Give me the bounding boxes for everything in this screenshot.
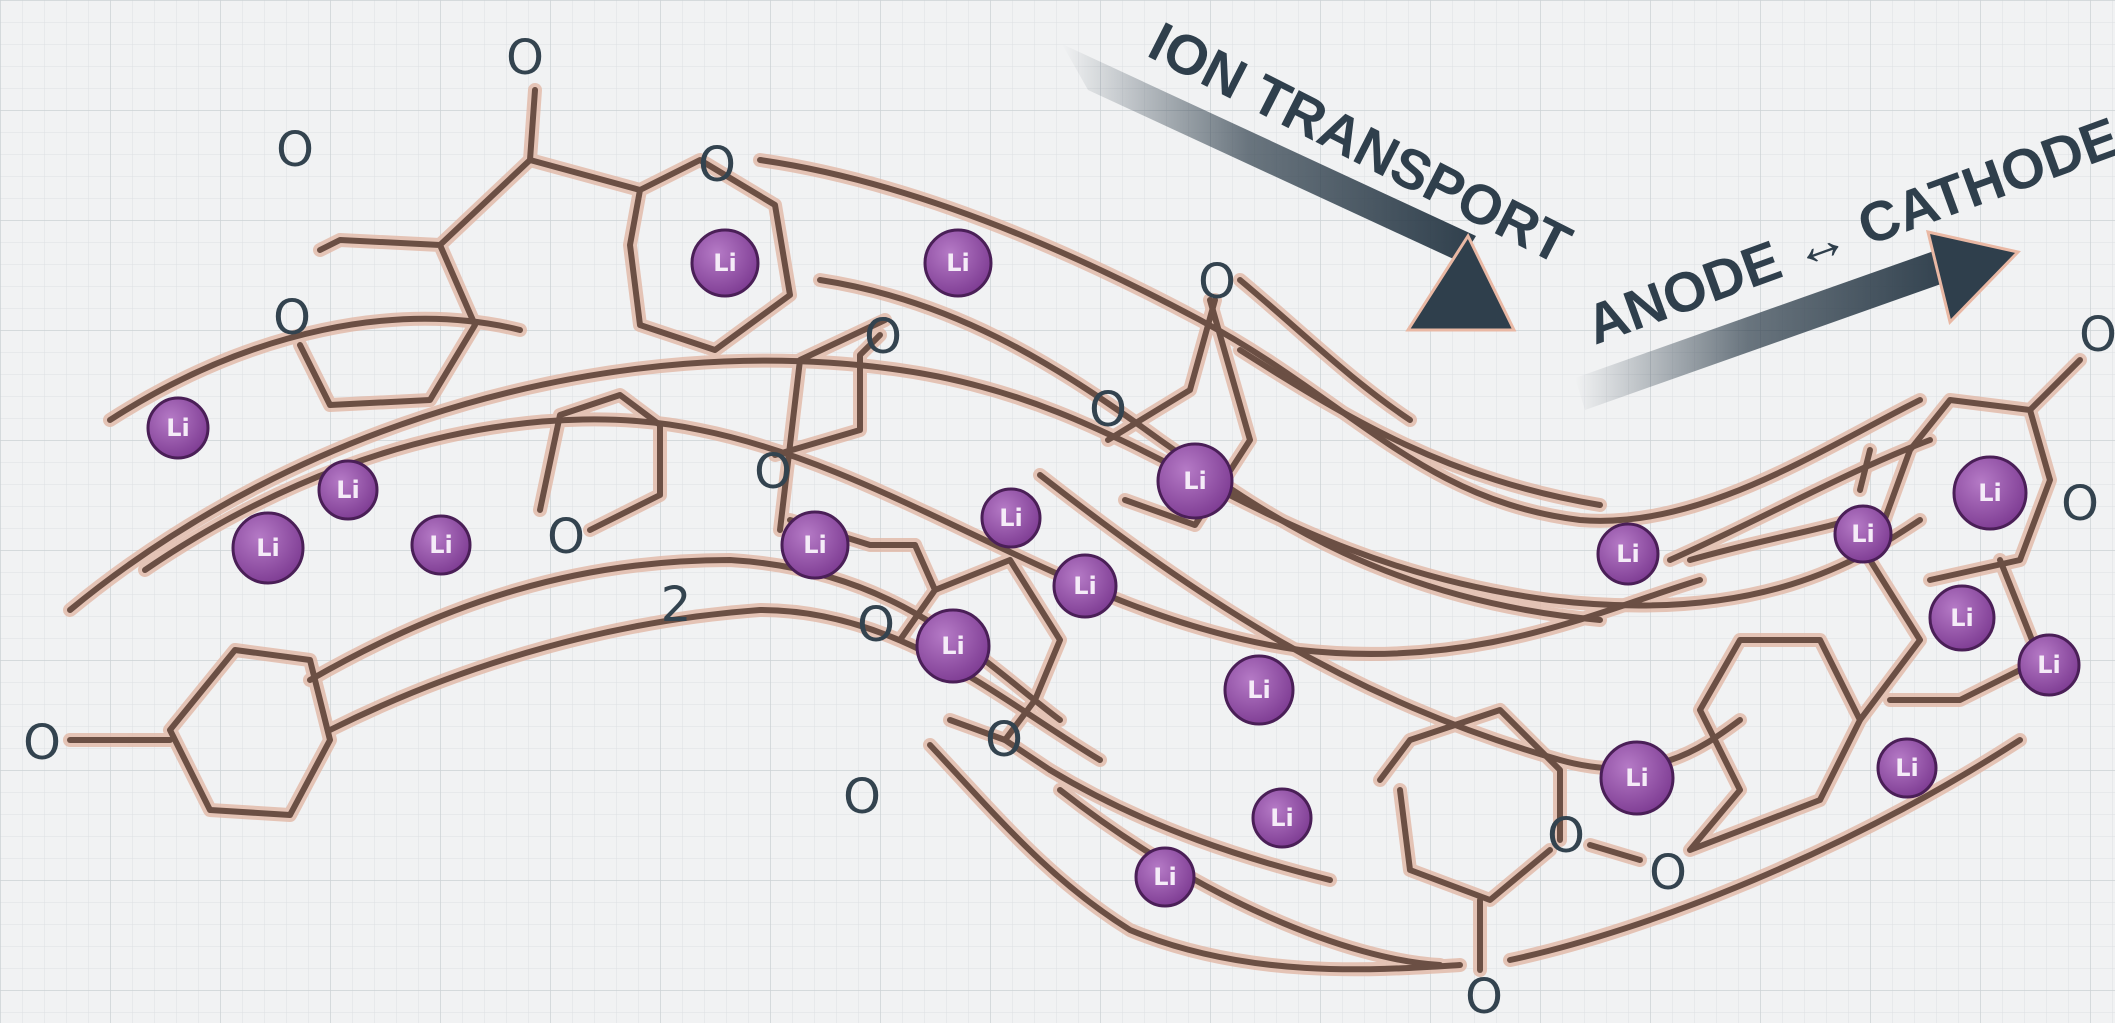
polymer-bond (912, 542, 938, 593)
svg-text:Li: Li (1247, 676, 1271, 704)
lithium-ion: Li (1052, 553, 1118, 619)
lithium-ion: Li (146, 396, 210, 460)
polymer-bond (1887, 557, 2043, 703)
oxygen-atom: O (2079, 307, 2115, 363)
oxygen-atom: O (506, 30, 544, 86)
lithium-ion: Li (1928, 584, 1996, 652)
polymer-bond (927, 742, 1463, 973)
svg-text:Li: Li (2037, 651, 2061, 679)
lithium-ion: Li (1833, 504, 1893, 564)
polymer-bond (1047, 767, 1333, 883)
lithium-ion: Li (780, 510, 850, 580)
oxygen-atom: O (864, 309, 902, 365)
polymer-bond (527, 157, 643, 193)
polymer-bond (537, 392, 663, 533)
svg-text:Li: Li (1270, 804, 1294, 832)
svg-text:Li: Li (1950, 604, 1974, 632)
svg-text:Li: Li (336, 476, 360, 504)
svg-text:Li: Li (1616, 540, 1640, 568)
oxygen-atom: O (1089, 382, 1127, 438)
svg-text:Li: Li (429, 531, 453, 559)
lithium-ion: Li (1134, 846, 1196, 908)
polymer-bond (1857, 447, 1873, 493)
polymer-bond (627, 157, 793, 353)
lithium-ion: Li (231, 511, 305, 585)
polymer-bond (297, 237, 478, 408)
lithium-ion: Li (923, 228, 993, 298)
svg-text:Li: Li (1153, 863, 1177, 891)
polymer-bond (1377, 707, 1563, 843)
oxygen-atom: O (276, 122, 314, 178)
oxygen-atom: O (754, 444, 792, 500)
polymer-bond (107, 315, 523, 423)
polymer-bond (1857, 397, 2053, 723)
oxygen-atom: O (23, 715, 61, 771)
polymer-bond (167, 647, 333, 818)
svg-text:Li: Li (256, 534, 280, 562)
svg-text:Li: Li (1625, 764, 1649, 792)
polymer-bond (1002, 737, 1053, 773)
polymer-bond (1667, 437, 1933, 563)
lithium-ions: Li Li Li Li Li Li Li Li Li Li Li Li Li L… (146, 228, 2081, 908)
polymer-bond (1057, 787, 1443, 968)
polymer-bond (1237, 277, 1413, 423)
lithium-ion: Li (1596, 522, 1660, 586)
ion-transport-arrow (1062, 44, 1517, 332)
polymer-bond (757, 157, 1923, 524)
polymer-bond (1507, 737, 2023, 963)
svg-text:Li: Li (941, 632, 965, 660)
lithium-ion: Li (915, 608, 991, 684)
polymer-bond (1587, 842, 1643, 863)
polymer-bond (327, 607, 1103, 763)
polymer-bond (1237, 347, 1603, 508)
svg-text:Li: Li (1183, 467, 1207, 495)
oxygen-atom: O (1649, 845, 1687, 901)
svg-text:Li: Li (946, 249, 970, 277)
polymer-bond (67, 357, 1923, 613)
polymer-bond (772, 332, 883, 458)
lithium-ion: Li (980, 487, 1042, 549)
oxygen-atom: O (2061, 476, 2099, 532)
oxygen-atom: O (985, 712, 1023, 768)
polymer-chains (63, 83, 2087, 977)
oxygen-atom: O (1547, 808, 1585, 864)
polymer-bond (1397, 787, 1553, 903)
chain-fragment-label: 2 (661, 577, 692, 633)
svg-text:Li: Li (1978, 479, 2002, 507)
polymer-bond (2027, 357, 2083, 413)
lithium-ion: Li (1952, 455, 2028, 531)
svg-text:Li: Li (1895, 754, 1919, 782)
oxygen-atoms: O O O O O O O O O O O O O O O O O O 2 (23, 30, 2115, 1023)
polymer-bond (817, 277, 1603, 623)
oxygen-atom: O (857, 597, 895, 653)
lithium-ion: Li (1251, 787, 1313, 849)
svg-text:Li: Li (1073, 572, 1097, 600)
oxygen-atom: O (1198, 254, 1236, 310)
oxygen-atom: O (698, 137, 736, 193)
svg-text:Li: Li (713, 249, 737, 277)
lithium-ion: Li (1223, 654, 1295, 726)
svg-text:Li: Li (999, 504, 1023, 532)
oxygen-atom: O (1465, 969, 1503, 1023)
lithium-ion: Li (1599, 740, 1675, 816)
oxygen-atom: O (843, 769, 881, 825)
lithium-ion: Li (690, 228, 760, 298)
oxygen-atom: O (547, 509, 585, 565)
polymer-bond (1687, 637, 1863, 853)
polymer-bond (777, 317, 888, 533)
lithium-ion: Li (2017, 633, 2081, 697)
lithium-ion: Li (1876, 737, 1938, 799)
polymer-bond (142, 416, 1703, 657)
lithium-ion: Li (1156, 442, 1234, 520)
lithium-ion: Li (317, 459, 379, 521)
polymer-bond (1105, 297, 1218, 443)
svg-text:Li: Li (1851, 520, 1875, 548)
svg-text:Li: Li (803, 531, 827, 559)
lithium-ion: Li (410, 514, 472, 576)
polymer-bond (1037, 472, 1743, 772)
anode-cathode-arrow (1575, 230, 2021, 410)
svg-text:Li: Li (166, 414, 190, 442)
oxygen-atom: O (273, 290, 311, 346)
